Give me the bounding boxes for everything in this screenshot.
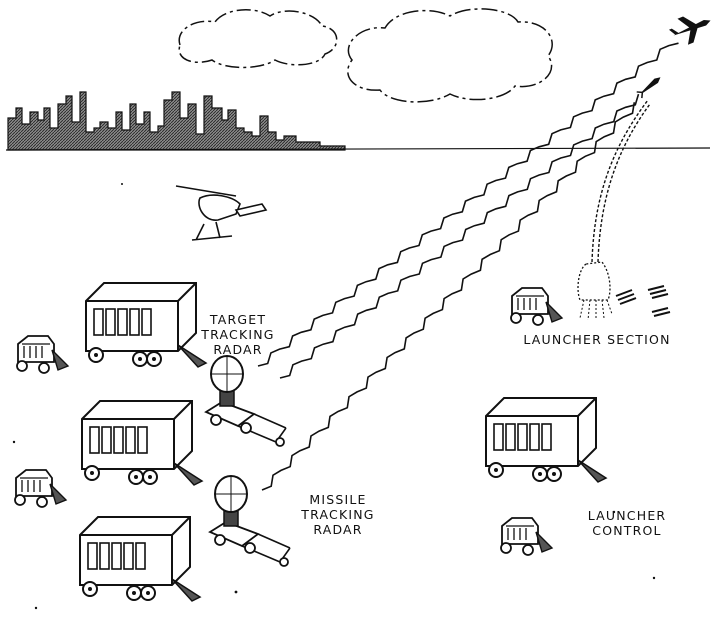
label-target-tracking-radar: TARGET TRACKING RADAR: [196, 312, 280, 357]
trailer-van-icon: [79, 516, 201, 602]
generator-cart-icon: [16, 335, 69, 374]
label-line: MISSILE: [309, 492, 367, 507]
cloud-icon: [178, 9, 338, 69]
launcher-rail-icon: [615, 285, 671, 317]
city-skyline-icon: [7, 91, 346, 151]
radar-beam-icon: [279, 93, 640, 379]
missile-trail: [591, 99, 649, 263]
radar-dish-icon: [209, 475, 291, 567]
label-line: RADAR: [313, 522, 363, 537]
generator-cart-icon: [14, 469, 67, 508]
missile-launch-smoke-icon: [579, 299, 613, 321]
cloud-icon: [347, 8, 553, 103]
radar-dish-icon: [205, 355, 287, 447]
airplane-icon: [668, 16, 711, 45]
label-line: TRACKING: [301, 507, 375, 522]
missile-icon: [636, 77, 661, 99]
radar-beam-icon: [257, 42, 679, 367]
label-launcher-control: LAUNCHER CONTROL: [580, 508, 674, 538]
label-missile-tracking-radar: MISSILE TRACKING RADAR: [296, 492, 380, 537]
helicopter-icon: [175, 185, 268, 241]
label-line: TRACKING: [201, 327, 275, 342]
missile-trail: [597, 103, 651, 263]
trailer-van-icon: [85, 282, 207, 368]
label-line: LAUNCHER SECTION: [523, 332, 671, 347]
horizon-line: [5, 147, 711, 151]
radar-beam-icon: [261, 102, 636, 491]
missile-launch-smoke-icon: [577, 261, 611, 301]
label-launcher-section: LAUNCHER SECTION: [512, 332, 682, 347]
label-line: CONTROL: [592, 523, 662, 538]
generator-cart-icon: [510, 287, 563, 326]
trailer-van-icon: [485, 397, 607, 483]
label-line: RADAR: [213, 342, 263, 357]
label-line: TARGET: [209, 312, 267, 327]
ink-specks: [12, 183, 656, 610]
label-line: LAUNCHER: [587, 508, 667, 523]
generator-cart-icon: [500, 517, 553, 556]
trailer-van-icon: [81, 400, 203, 486]
